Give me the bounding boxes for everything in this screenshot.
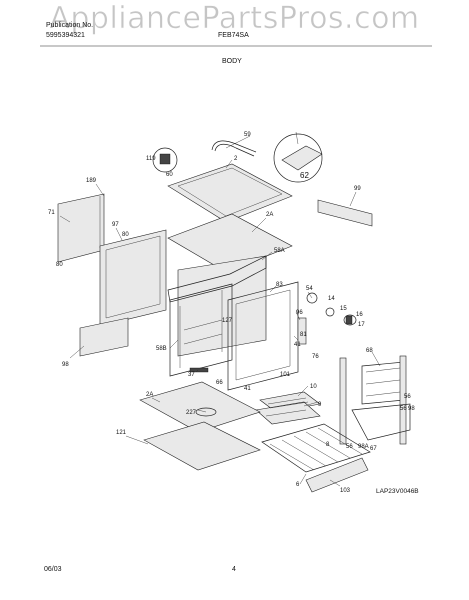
section-title: BODY [222, 58, 242, 65]
top-panel [167, 163, 293, 223]
insulation-bottom [139, 381, 261, 433]
bracket-56 [339, 357, 347, 445]
wrapper-panel-71 [57, 193, 105, 263]
callout-8: 8 [326, 442, 330, 448]
detail-circle-62 [273, 133, 323, 183]
callout-41b: 41 [244, 386, 251, 392]
callout-98A: 98A [358, 444, 369, 450]
callout-127: 127 [222, 318, 233, 324]
bottom-plate-121 [143, 421, 261, 471]
callout-80a: 80 [122, 232, 129, 238]
model-number: FEB74SA [218, 32, 249, 39]
callout-15: 15 [340, 306, 347, 312]
latch-37 [189, 367, 209, 373]
publication-label: Publication No. [46, 22, 94, 29]
callout-60: 60 [166, 172, 173, 178]
callout-41a: 41 [294, 342, 301, 348]
bake-element [351, 403, 411, 441]
callout-227: 227 [186, 410, 197, 416]
callout-99: 99 [354, 186, 361, 192]
callout-37: 37 [188, 372, 195, 378]
callout-76: 76 [312, 354, 319, 360]
part-17 [345, 315, 353, 325]
callout-189: 189 [86, 178, 97, 184]
callout-16: 16 [356, 312, 363, 318]
publication-number: 5995394321 [46, 32, 85, 39]
top-panel-inset [177, 167, 283, 217]
kick-plate-103 [305, 457, 369, 493]
sensor-54 [306, 292, 318, 304]
callout-2A-top: 2A [266, 212, 273, 218]
callout-6: 6 [296, 482, 300, 488]
side-panel-97 [99, 229, 167, 327]
drawing-code: LAP23V0046B [376, 488, 419, 495]
watermark: AppliancePartsPros.com [49, 1, 420, 36]
callout-83: 83 [276, 282, 283, 288]
front-trim-98 [79, 317, 129, 357]
footer-date: 06/03 [44, 566, 62, 573]
detail-circle-119 [152, 147, 178, 173]
callout-58A: 58A [274, 248, 285, 254]
callout-101: 101 [280, 372, 291, 378]
callout-2A-bottom: 2A [146, 392, 153, 398]
part-227 [195, 407, 217, 417]
callout-66: 66 [216, 380, 223, 386]
callout-10: 10 [310, 384, 317, 390]
switch-119 [159, 153, 171, 165]
callout-97: 97 [112, 222, 119, 228]
bracket-68 [399, 355, 407, 445]
footer-page-number: 4 [232, 566, 236, 573]
callout-98a: 98 [62, 362, 69, 368]
oven-cavity-left [169, 283, 233, 377]
vent-tube-inner [214, 143, 255, 157]
part-14 [325, 307, 335, 317]
callout-9: 9 [318, 402, 322, 408]
callout-96: 96 [296, 310, 303, 316]
callout-17: 17 [358, 322, 365, 328]
callout-56b: 56 [400, 406, 407, 412]
callout-98b: 98 [408, 406, 415, 412]
callout-58B: 58B [156, 346, 167, 352]
callout-71: 71 [48, 210, 55, 216]
callout-119: 119 [146, 156, 156, 162]
callout-68: 68 [366, 348, 373, 354]
callout-54: 54 [306, 286, 313, 292]
callout-56c: 56 [346, 444, 353, 450]
callout-62: 62 [300, 171, 309, 180]
callout-121: 121 [116, 430, 127, 436]
vent-tube [211, 140, 257, 153]
callout-103: 103 [340, 488, 351, 494]
callout-67: 67 [370, 446, 377, 452]
front-frame-83 [227, 281, 299, 391]
callout-2: 2 [234, 156, 238, 162]
callout-56a: 56 [404, 394, 411, 400]
side-bracket-99 [317, 199, 373, 227]
oven-rack [261, 423, 371, 473]
callout-14: 14 [328, 296, 335, 302]
terminal-block-62 [281, 145, 323, 171]
bracket-96 [297, 317, 307, 345]
callout-81: 81 [300, 332, 307, 338]
part-16 [343, 314, 357, 326]
callout-80b: 80 [56, 262, 63, 268]
callout-59: 59 [244, 132, 251, 138]
